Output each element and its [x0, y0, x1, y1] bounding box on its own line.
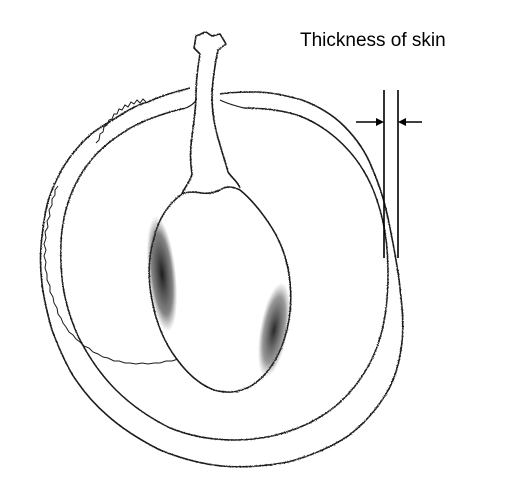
- arrow-left-head: [376, 118, 384, 126]
- stem: [182, 32, 240, 194]
- arrow-right-head: [398, 118, 406, 126]
- thickness-of-skin-label: Thickness of skin: [300, 30, 446, 52]
